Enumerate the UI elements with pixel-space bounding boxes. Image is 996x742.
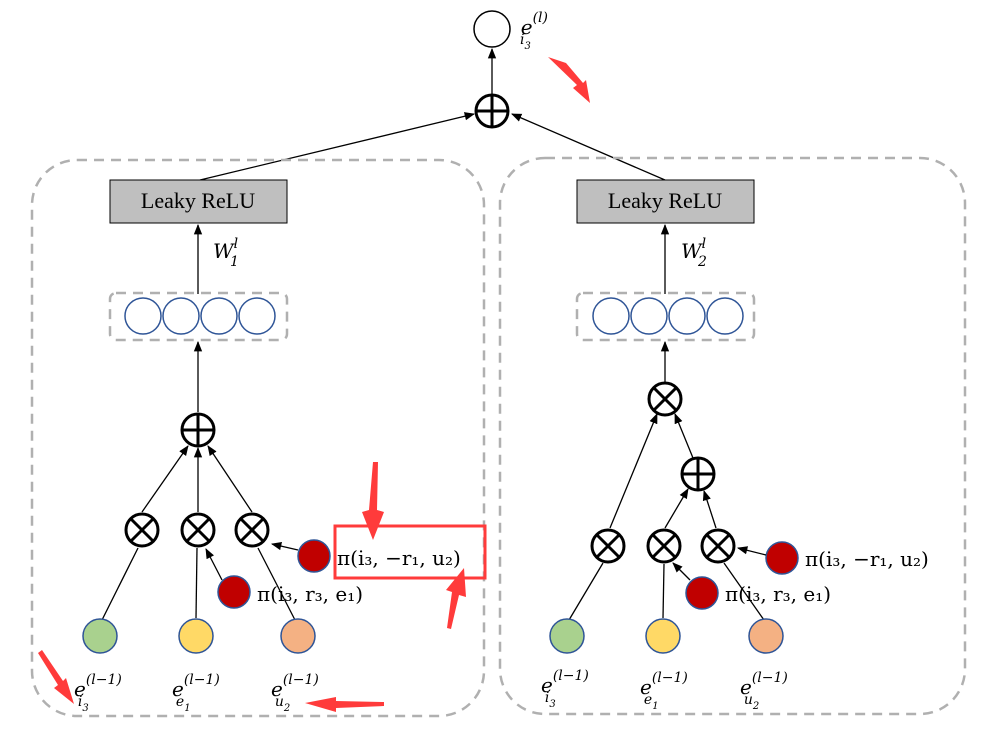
- right-relation-node-bottom: [685, 576, 719, 610]
- left-edge-input3: [257, 547, 296, 621]
- annotation-arrow-icon: [305, 697, 384, 712]
- right-vector-cell: [706, 297, 744, 335]
- right-relation-top-label: π(i₃, −r₁, u₂): [805, 547, 929, 571]
- left-activation-box: [109, 179, 288, 224]
- left-edge-input1: [101, 547, 139, 621]
- right-mul-operator: [646, 528, 682, 564]
- left-edge-relation-bottom: [205, 548, 223, 581]
- left-input-node-green: [82, 618, 118, 654]
- left-activation-label: Leaky ReLU: [141, 188, 255, 213]
- annotation-arrow-icon: [38, 650, 74, 704]
- left-mul-operator: [234, 512, 270, 548]
- left-input-label: e(l−1)i3: [74, 672, 122, 714]
- left-vector-cell: [162, 297, 200, 335]
- left-input-node-orange: [280, 618, 316, 654]
- left-edge-input2: [195, 547, 198, 619]
- right-mul-operator: [700, 528, 736, 564]
- left-mul-operator: [180, 512, 216, 548]
- edge-left-to-top-sum: [199, 112, 476, 181]
- left-mul-operator: [124, 512, 160, 548]
- left-edge-mul3-to-sum: [207, 445, 253, 513]
- right-top-mul-operator: [647, 381, 683, 417]
- left-vector-cell: [200, 297, 238, 335]
- left-relation-top-label: π(i₃, −r₁, u₂): [337, 546, 461, 570]
- right-activation-box: [576, 179, 755, 224]
- output-node: [473, 10, 511, 48]
- annotation-arrow-icon: [548, 57, 590, 103]
- right-edge-mul3-to-sum: [702, 490, 717, 529]
- right-vector-cell: [592, 297, 630, 335]
- left-vector-group: [108, 291, 289, 342]
- output-label: e(l)i3: [520, 10, 548, 52]
- right-activation-label: Leaky ReLU: [608, 188, 722, 213]
- left-relation-bottom-label: π(i₃, r₃, e₁): [257, 582, 363, 606]
- right-input-node-green: [549, 618, 585, 654]
- left-relation-node-top: [297, 539, 331, 573]
- right-relation-bottom-label: π(i₃, r₃, e₁): [725, 582, 831, 606]
- highlight-box: [333, 524, 487, 580]
- left-vector-cell: [124, 297, 162, 335]
- right-vector-cell: [630, 297, 668, 335]
- right-edge-input1: [568, 562, 604, 621]
- left-vector-cell: [238, 297, 276, 335]
- top-sum-operator: [474, 93, 510, 129]
- right-edge-relation-bottom: [672, 562, 691, 581]
- edge-right-to-top-sum: [511, 113, 666, 181]
- left-input-node-yellow: [178, 618, 214, 654]
- right-vector-cell: [668, 297, 706, 335]
- right-sum-operator: [680, 456, 716, 492]
- left-edge-relation-top: [270, 542, 299, 551]
- right-panel: [498, 156, 967, 716]
- right-relation-node-top: [765, 541, 799, 575]
- right-input-label: e(l−1)u2: [740, 670, 788, 712]
- left-edge-mul1-to-sum: [141, 445, 189, 513]
- right-vector-group: [575, 291, 756, 342]
- annotation-arrow-icon: [446, 568, 466, 629]
- left-panel: [30, 158, 486, 718]
- left-relation-node-bottom: [217, 575, 251, 609]
- right-input-label: e(l−1)e1: [640, 670, 688, 712]
- right-edge-mul1-to-topmul: [609, 413, 658, 529]
- right-mul-operator: [590, 528, 626, 564]
- annotation-arrow-icon: [362, 462, 384, 540]
- right-input-node-orange: [748, 618, 784, 654]
- right-edge-input2: [662, 563, 665, 619]
- left-input-label: e(l−1)u2: [271, 672, 319, 714]
- right-edge-sum-to-mul: [674, 413, 694, 459]
- left-sum-operator: [180, 412, 216, 448]
- right-input-node-yellow: [645, 618, 681, 654]
- right-edge-relation-top: [736, 546, 767, 556]
- right-edge-mul2-to-sum: [664, 488, 689, 529]
- left-input-label: e(l−1)e1: [172, 672, 220, 714]
- right-edge-input3: [723, 562, 765, 621]
- right-input-label: e(l−1)i3: [541, 668, 589, 710]
